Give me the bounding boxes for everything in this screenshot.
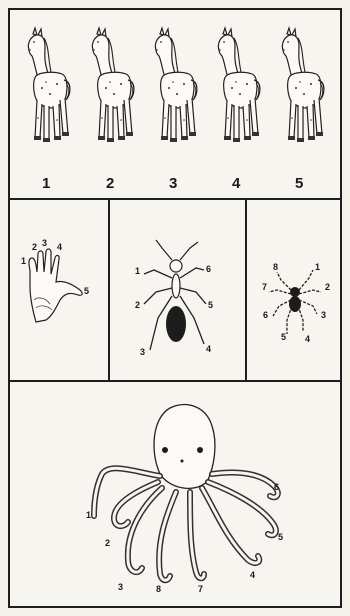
octopus-drawing: 1 2 3 4 5 6 7 8 <box>10 382 340 606</box>
spider-leg-number-6: 6 <box>263 310 268 320</box>
horse-3 <box>155 28 196 142</box>
horse-number-3: 3 <box>169 175 177 192</box>
spider-leg-number-7: 7 <box>262 282 267 292</box>
horse-4 <box>218 28 259 142</box>
spider-leg-number-5: 5 <box>281 332 286 342</box>
ant-panel: 1 2 3 4 5 6 <box>108 198 247 382</box>
finger-number-4: 4 <box>57 242 62 252</box>
ant-leg-number-2: 2 <box>135 300 140 310</box>
tentacle-number-7: 7 <box>198 584 203 594</box>
horse-5 <box>282 28 323 142</box>
spider-leg-number-8: 8 <box>273 262 278 272</box>
spider-leg-number-4: 4 <box>305 334 310 344</box>
hand-drawing: 1 2 3 4 5 <box>10 200 108 380</box>
ant-leg-number-5: 5 <box>208 300 213 310</box>
tentacle-number-2: 2 <box>105 538 110 548</box>
hand-panel: 1 2 3 4 5 <box>8 198 110 382</box>
horse-number-5: 5 <box>295 175 303 192</box>
tentacle-number-5: 5 <box>278 532 283 542</box>
spider-drawing: 1 2 3 4 5 6 7 8 <box>247 200 340 380</box>
spider-panel: 1 2 3 4 5 6 7 8 <box>245 198 342 382</box>
finger-number-5: 5 <box>84 286 89 296</box>
horse-number-4: 4 <box>232 175 241 192</box>
finger-number-1: 1 <box>21 256 26 266</box>
tentacle-number-3: 3 <box>118 582 123 592</box>
tentacle-number-1: 1 <box>86 510 91 520</box>
horse-2 <box>92 28 133 142</box>
tentacle-number-8: 8 <box>156 584 161 594</box>
horse-1 <box>28 28 69 142</box>
ant-leg-number-3: 3 <box>140 347 145 357</box>
spider-leg-number-1: 1 <box>315 262 320 272</box>
spider-leg-number-3: 3 <box>321 310 326 320</box>
octopus-panel: 1 2 3 4 5 6 7 8 <box>8 380 342 608</box>
horses-panel: 1 2 3 4 5 <box>8 8 342 200</box>
horses-drawing: 1 2 3 4 5 <box>10 10 340 198</box>
tentacle-number-4: 4 <box>250 570 255 580</box>
ant-drawing: 1 2 3 4 5 6 <box>110 200 245 380</box>
spider-leg-number-2: 2 <box>325 282 330 292</box>
tentacle-number-6: 6 <box>274 482 279 492</box>
finger-number-3: 3 <box>42 238 47 248</box>
ant-leg-number-4: 4 <box>206 344 211 354</box>
ant-leg-number-6: 6 <box>206 264 211 274</box>
finger-number-2: 2 <box>32 242 37 252</box>
horse-number-1: 1 <box>42 175 50 192</box>
ant-leg-number-1: 1 <box>135 266 140 276</box>
horse-number-2: 2 <box>106 175 114 192</box>
